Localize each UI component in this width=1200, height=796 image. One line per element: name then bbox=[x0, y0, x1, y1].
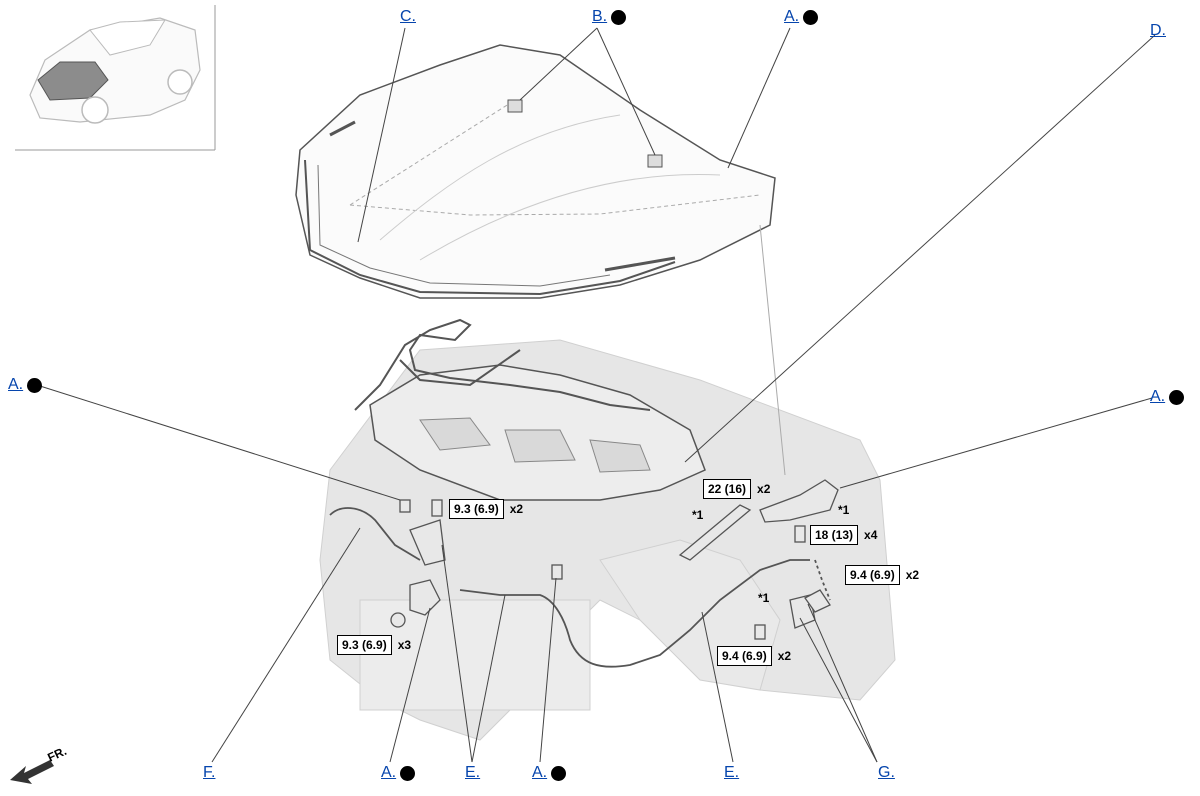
callout-link[interactable]: A. bbox=[1150, 388, 1166, 405]
torque-qty: x4 bbox=[864, 528, 878, 542]
torque-value: 9.4 (6.9) bbox=[717, 646, 772, 666]
torque-value: 22 (16) bbox=[703, 479, 752, 499]
callout-g-bottom[interactable]: G. bbox=[878, 764, 895, 782]
torque-value: 9.3 (6.9) bbox=[449, 499, 504, 519]
callout-link[interactable]: C. bbox=[400, 8, 416, 25]
torque-spec: 9.3 (6.9) x2 bbox=[449, 499, 523, 519]
torque-value: 18 (13) bbox=[810, 525, 859, 545]
callout-b-top[interactable]: B. bbox=[592, 8, 627, 26]
filled-dot-icon bbox=[27, 377, 43, 393]
torque-spec: 9.4 (6.9) x2 bbox=[845, 565, 919, 585]
hood-release-cables bbox=[329, 507, 831, 668]
callout-a-top[interactable]: A. bbox=[784, 8, 819, 26]
torque-qty: x3 bbox=[397, 638, 412, 652]
torque-spec: 9.3 (6.9) x3 bbox=[337, 635, 411, 655]
front-direction-indicator: FR. bbox=[8, 744, 88, 788]
callout-link[interactable]: E. bbox=[724, 764, 740, 781]
torque-qty: x2 bbox=[777, 649, 792, 663]
callout-a-left[interactable]: A. bbox=[8, 376, 43, 394]
torque-qty: x2 bbox=[509, 502, 524, 516]
arrow-icon: FR. bbox=[10, 744, 69, 784]
callout-link[interactable]: B. bbox=[592, 8, 608, 25]
callout-a-bottom-2[interactable]: A. bbox=[532, 764, 567, 782]
note-marker: *1 bbox=[758, 591, 770, 605]
torque-spec: 18 (13) x4 bbox=[810, 525, 877, 545]
torque-qty: x2 bbox=[757, 482, 771, 496]
washer-hose bbox=[354, 318, 651, 411]
torque-spec: 9.4 (6.9) x2 bbox=[717, 646, 791, 666]
note-marker: *1 bbox=[692, 508, 704, 522]
torque-value: 9.3 (6.9) bbox=[337, 635, 392, 655]
filled-dot-icon bbox=[400, 765, 416, 781]
callout-link[interactable]: D. bbox=[1150, 22, 1166, 39]
vehicle-location-inset bbox=[15, 5, 216, 151]
callout-c-top[interactable]: C. bbox=[400, 8, 416, 26]
callout-link[interactable]: A. bbox=[532, 764, 548, 781]
torque-spec: 22 (16) x2 bbox=[703, 479, 770, 499]
callout-e-bottom-1[interactable]: E. bbox=[465, 764, 480, 782]
callout-link[interactable]: A. bbox=[381, 764, 397, 781]
callout-link[interactable]: A. bbox=[784, 8, 800, 25]
callout-f-bottom[interactable]: F. bbox=[203, 764, 215, 782]
filled-dot-icon bbox=[611, 9, 627, 25]
callout-link[interactable]: A. bbox=[8, 376, 24, 393]
hardware-parts bbox=[390, 479, 839, 640]
callout-link[interactable]: E. bbox=[465, 764, 481, 781]
callout-d-top[interactable]: D. bbox=[1150, 22, 1166, 40]
filled-dot-icon bbox=[551, 765, 567, 781]
callout-link[interactable]: F. bbox=[203, 764, 216, 781]
torque-value: 9.4 (6.9) bbox=[845, 565, 900, 585]
note-marker: *1 bbox=[838, 503, 850, 517]
filled-dot-icon bbox=[1169, 389, 1185, 405]
hood-panel bbox=[295, 44, 786, 476]
torque-qty: x2 bbox=[905, 568, 920, 582]
callout-a-bottom-1[interactable]: A. bbox=[381, 764, 416, 782]
callout-link[interactable]: G. bbox=[878, 764, 895, 781]
callout-e-bottom-2[interactable]: E. bbox=[724, 764, 739, 782]
leader-lines bbox=[39, 27, 1156, 763]
filled-dot-icon bbox=[803, 9, 819, 25]
callout-a-right[interactable]: A. bbox=[1150, 388, 1185, 406]
